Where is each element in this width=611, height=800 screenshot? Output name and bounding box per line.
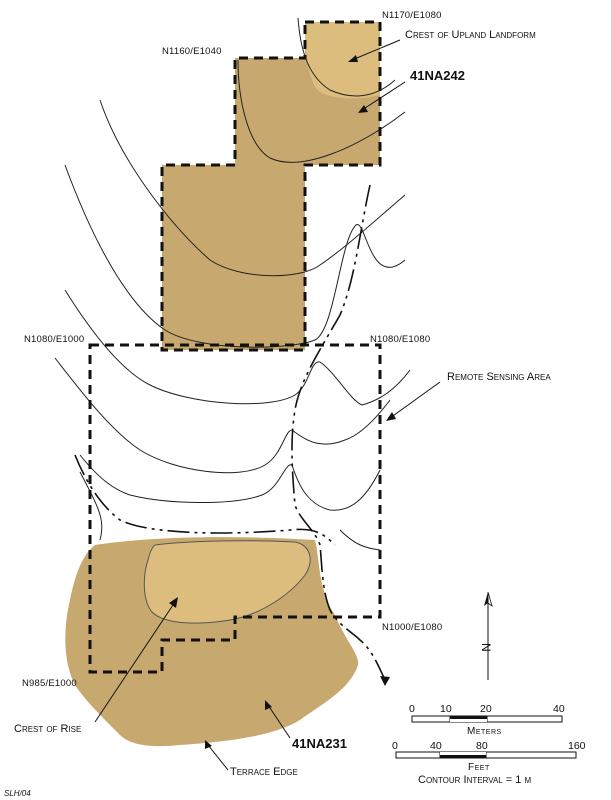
arrowhead-icon	[205, 740, 212, 749]
terrace-edge-line	[291, 184, 386, 681]
scale-tick-label: 160	[568, 740, 586, 752]
contour-line	[64, 164, 406, 348]
corner-label-n1160-e1040: N1160/E1040	[162, 46, 222, 57]
remote-sensing-boundary	[88, 343, 382, 674]
contour-line	[64, 289, 411, 406]
contour-line	[99, 99, 406, 277]
terrace-edge-line	[74, 454, 336, 546]
crest-of-upland-area	[305, 22, 380, 99]
label-41na231: 41NA231	[292, 736, 347, 751]
corner-label-n1170-e1080: N1170/E1080	[382, 10, 442, 21]
leader-crest-of-upland	[351, 39, 401, 61]
corner-label-n1080-e1000: N1080/E1000	[24, 334, 84, 345]
contour-interval-note: Contour Interval = 1 m	[418, 774, 531, 786]
label-remote-sensing-area: Remote Sensing Area	[447, 371, 551, 383]
scale-tick-label: 0	[409, 703, 415, 715]
scale-tick-label: 80	[476, 740, 488, 752]
contour-line	[237, 59, 406, 163]
arrowhead-icon	[386, 412, 396, 421]
contour-line	[79, 471, 103, 541]
corner-label-n1080-e1080: N1080/E1080	[370, 334, 430, 345]
scale-bar-meters: 0 10 20 40 Meters	[409, 703, 565, 737]
label-crest-of-rise: Crest of Rise	[14, 723, 81, 735]
site-41na242-area	[162, 22, 380, 350]
arrowhead-icon	[358, 105, 368, 113]
contour-line	[339, 529, 381, 551]
label-terrace-edge: Terrace Edge	[230, 766, 298, 778]
arrowhead-icon	[169, 597, 178, 608]
leader-terrace-edge	[207, 744, 229, 771]
corner-label-n1000-e1080: N1000/E1080	[382, 622, 442, 633]
label-41na242: 41NA242	[410, 68, 465, 83]
site-boundary-north	[160, 20, 382, 352]
north-symbol: N	[479, 643, 493, 652]
map-credit: SLH/04	[4, 789, 31, 798]
terrace-edge-arrow	[380, 676, 390, 686]
arrowhead-icon	[265, 700, 272, 710]
scale-tick-label: 0	[392, 740, 398, 752]
scale-bar-feet: 0 40 80 160 Feet	[392, 740, 586, 773]
leader-41na242	[361, 81, 406, 111]
scale-tick-label: 40	[430, 740, 442, 752]
scale-tick-label: 10	[440, 703, 452, 715]
leader-crest-of-rise	[94, 601, 176, 723]
corner-label-n985-e1000: N985/E1000	[22, 678, 77, 689]
contour-lines	[54, 17, 411, 551]
leader-remote-sensing-area	[389, 381, 441, 419]
crest-of-rise-area	[143, 540, 311, 624]
scale-unit-feet: Feet	[468, 762, 490, 773]
leader-41na231	[267, 704, 291, 739]
label-crest-of-upland: Crest of Upland Landform	[405, 29, 536, 41]
contour-line	[297, 17, 396, 97]
contour-line	[54, 357, 391, 474]
arrowhead-icon	[348, 55, 358, 62]
scale-tick-label: 20	[480, 703, 492, 715]
contour-line	[79, 454, 381, 511]
scale-unit-meters: Meters	[467, 726, 502, 737]
scale-tick-label: 40	[553, 703, 565, 715]
north-arrow-icon: N	[479, 591, 493, 680]
